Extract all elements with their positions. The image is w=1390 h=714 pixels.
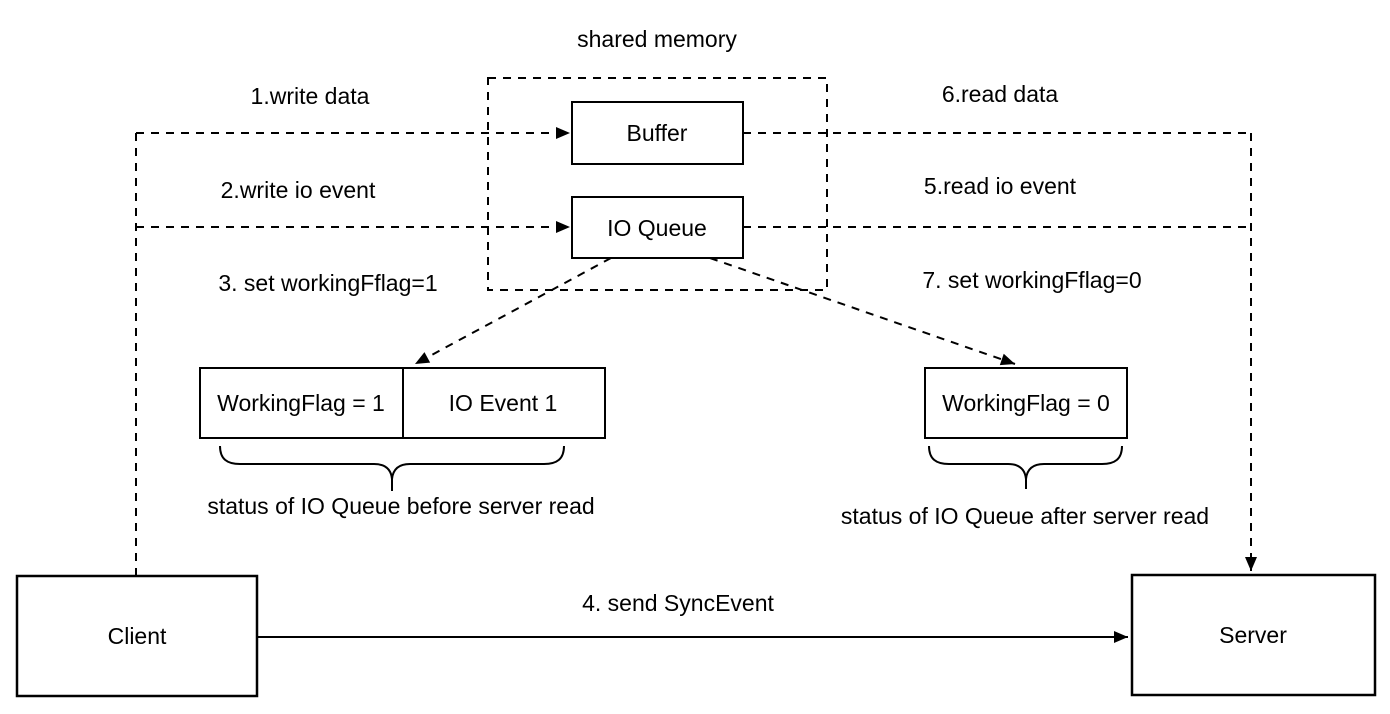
- buffer-label: Buffer: [627, 120, 688, 146]
- step-set-workingflag-0-label: 7. set workingFflag=0: [922, 267, 1141, 293]
- step-set-workingflag-1-label: 3. set workingFflag=1: [218, 270, 437, 296]
- step-read-data-label: 6.read data: [942, 81, 1059, 107]
- buffer-node: [571, 101, 744, 165]
- shared-memory-container: [487, 77, 828, 291]
- server-label: Server: [1219, 622, 1287, 648]
- client-node: [15, 574, 259, 698]
- server-node: [1130, 573, 1377, 697]
- io-queue-node: [571, 196, 744, 259]
- shared-memory-title: shared memory: [577, 26, 737, 52]
- status-after-node: [924, 367, 1128, 439]
- io-event-1-label: IO Event 1: [449, 390, 558, 416]
- brace-before: [219, 445, 565, 491]
- caption-before: status of IO Queue before server read: [207, 493, 594, 519]
- edge-set-workingflag-1: [414, 257, 612, 365]
- working-flag-0-label: WorkingFlag = 0: [942, 390, 1110, 416]
- working-flag-1-label: WorkingFlag = 1: [217, 390, 385, 416]
- brace-after: [928, 445, 1123, 489]
- caption-after: status of IO Queue after server read: [841, 503, 1209, 529]
- step-send-syncevent-label: 4. send SyncEvent: [582, 590, 774, 616]
- client-label: Client: [108, 623, 167, 649]
- step-write-io-event-label: 2.write io event: [221, 177, 376, 203]
- io-queue-label: IO Queue: [607, 215, 707, 241]
- step-write-data-label: 1.write data: [251, 83, 370, 109]
- step-read-io-event-label: 5.read io event: [924, 173, 1077, 199]
